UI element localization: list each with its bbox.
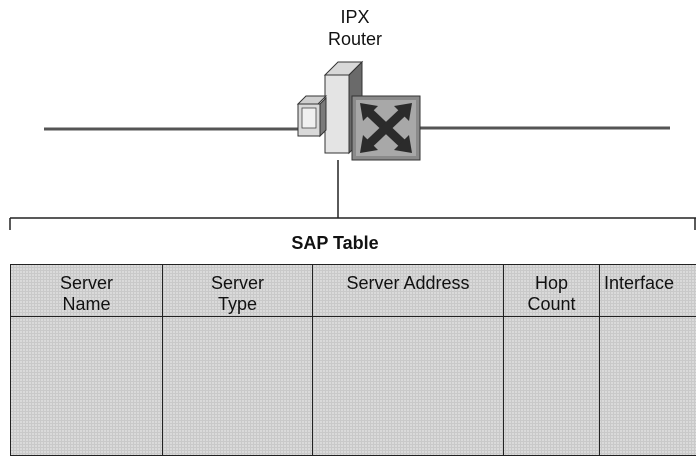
column-header-server-name: Server Name [11, 265, 163, 317]
column-header-server-address: Server Address [313, 265, 504, 317]
table-cell-server-name [11, 317, 163, 456]
column-header-server-type: Server Type [163, 265, 313, 317]
table-cell-hop-count [504, 317, 600, 456]
table-cell-server-address [313, 317, 504, 456]
column-header-hop-count: Hop Count [504, 265, 600, 317]
sap-table-title: SAP Table [200, 232, 470, 254]
sap-table: Server Name Server Type Server Address H… [10, 264, 696, 456]
table-cell-interface [600, 317, 696, 456]
router-icon [352, 96, 420, 160]
sap-table-header-row: Server Name Server Type Server Address H… [11, 265, 696, 317]
column-header-interface: Interface [600, 265, 696, 317]
table-row [11, 317, 696, 456]
table-cell-server-type [163, 317, 313, 456]
